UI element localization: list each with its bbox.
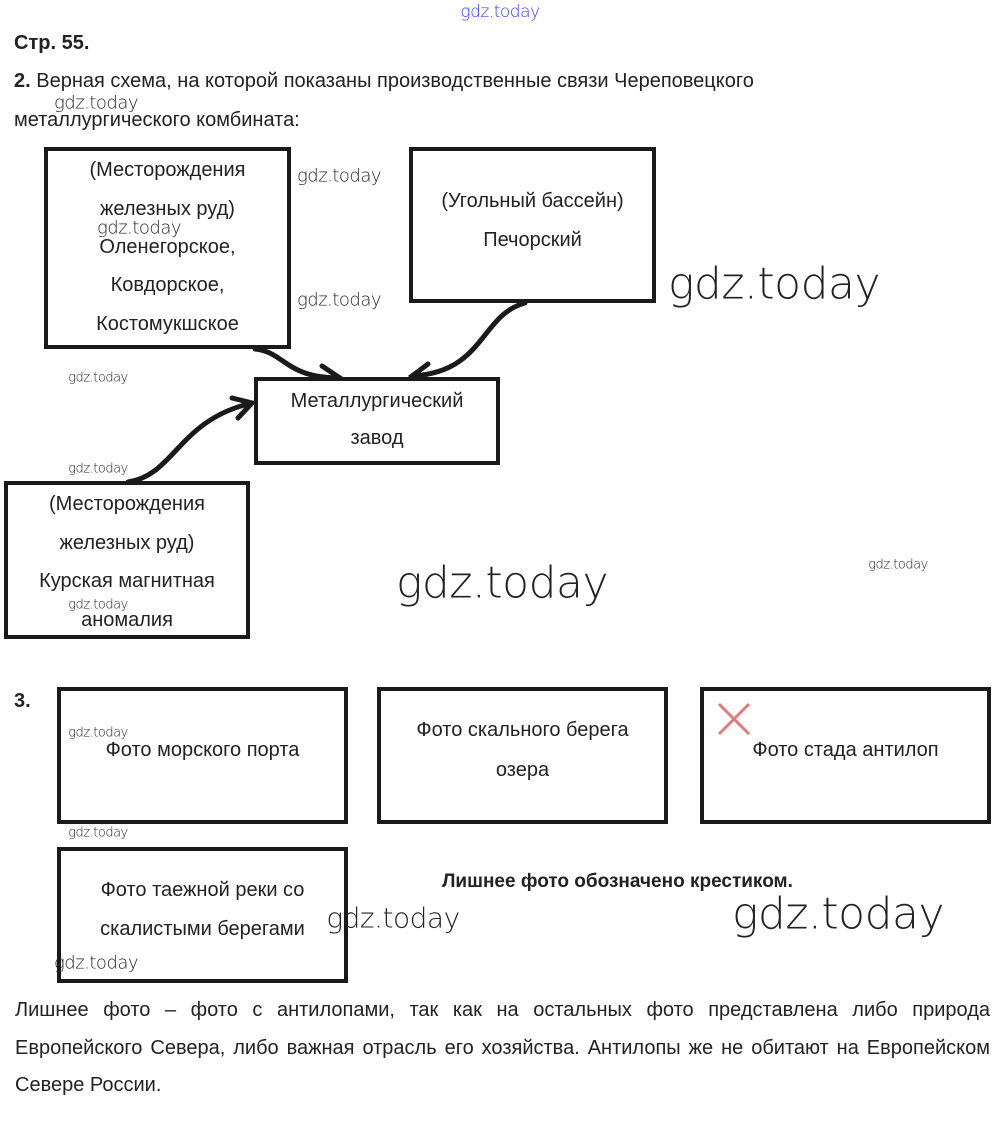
box-text: (Месторождения	[89, 159, 246, 181]
page-number: Стр. 55.	[14, 32, 90, 54]
task3-explanation: Лишнее фото – фото с антилопами, так как…	[15, 999, 990, 1096]
arrow-karelia-to-plant	[252, 346, 343, 381]
box-text: Ковдорское,	[110, 274, 225, 296]
watermark: gdz.today	[68, 825, 128, 841]
arrow-coal-to-plant	[409, 300, 528, 379]
task2-text: 2. Верная схема, на которой показаны про…	[14, 70, 754, 93]
box-text: Оленегорское,	[99, 236, 236, 258]
box-karelia-deposits: (Месторождения железных руд) Оленегорско…	[44, 147, 291, 349]
box-text: озера	[495, 759, 550, 781]
task3-number: 3.	[14, 690, 31, 712]
watermark: gdz.today	[296, 289, 382, 311]
watermark: gdz.today	[53, 92, 139, 114]
box-text: Фото скального берега	[416, 719, 629, 741]
watermark: gdz.today	[868, 557, 928, 573]
photo-sea-port: Фото морского порта	[57, 687, 348, 824]
box-text: Костомукшское	[96, 313, 239, 335]
box-text: аномалия	[81, 609, 173, 631]
box-kursk-deposits: (Месторождения железных руд) Курская маг…	[4, 481, 250, 639]
box-text: железных руд)	[100, 198, 235, 220]
task2-number: 2.	[14, 70, 31, 92]
box-coal-basin: (Угольный бассейн) Печорский	[409, 147, 656, 303]
watermark: gdz.today	[68, 461, 128, 477]
photo-antelope-herd: Фото стада антилоп	[700, 687, 991, 824]
photo-taiga-river: Фото таежной реки со скалистыми берегами	[57, 847, 348, 983]
box-text: Фото таежной реки со	[100, 879, 305, 901]
watermark: gdz.today	[53, 952, 139, 974]
watermark: gdz.today	[68, 370, 128, 386]
box-text: (Месторождения	[49, 493, 205, 515]
box-text: железных руд)	[59, 532, 195, 554]
watermark: gdz.today	[667, 258, 881, 310]
task2-line2: металлургического комбината:	[14, 109, 300, 131]
box-text: Печорский	[483, 229, 582, 251]
box-text: Фото стада антилоп	[752, 739, 939, 761]
task2-line1: Верная схема, на которой показаны произв…	[36, 70, 754, 92]
task3-note: Лишнее фото обозначено крестиком.	[442, 871, 793, 892]
box-text: скалистыми берегами	[100, 918, 305, 940]
watermark: gdz.today	[460, 2, 540, 22]
cross-icon	[717, 702, 751, 736]
watermark: gdz.today	[68, 597, 128, 613]
box-text: завод	[350, 427, 404, 449]
box-text: Фото морского порта	[105, 739, 300, 761]
box-metallurgical-plant: Металлургический завод	[254, 377, 500, 465]
photo-rocky-lake-shore: Фото скального берега озера	[377, 687, 668, 824]
watermark: gdz.today	[296, 165, 382, 187]
box-text: (Угольный бассейн)	[441, 190, 624, 212]
arrow-kursk-to-plant	[125, 400, 255, 485]
watermark: gdz.today	[68, 725, 128, 741]
watermark: gdz.today	[96, 217, 182, 239]
box-text: Металлургический	[290, 390, 464, 412]
watermark: gdz.today	[395, 557, 609, 609]
watermark: gdz.today	[731, 888, 945, 940]
watermark: gdz.today	[326, 901, 460, 935]
arrowhead	[229, 395, 257, 421]
box-text: Курская магнитная	[39, 570, 215, 592]
